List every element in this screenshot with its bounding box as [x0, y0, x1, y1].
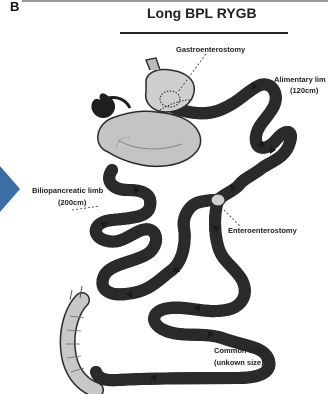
esophagus	[146, 58, 160, 70]
label-enteroenterostomy: Enteroenterostomy	[228, 226, 297, 235]
diagram-title: Long BPL RYGB	[147, 9, 257, 18]
label-gastroenterostomy: Gastroenterostomy	[176, 45, 245, 54]
label-common-limb: Common limb	[214, 346, 264, 355]
label-biliopancreatic-length: (200cm)	[58, 198, 86, 207]
label-alimentary-limb: Alimentary lim	[274, 75, 326, 84]
label-biliopancreatic-limb: Biliopancreatic limb	[32, 186, 103, 195]
label-alimentary-length: (120cm)	[290, 86, 318, 95]
side-arrow-icon	[0, 166, 20, 212]
panel-label: B	[10, 2, 19, 11]
enteroenterostomy-site	[211, 194, 225, 206]
remnant-stomach	[98, 111, 201, 166]
label-common-length: (unkown size)	[214, 358, 264, 367]
